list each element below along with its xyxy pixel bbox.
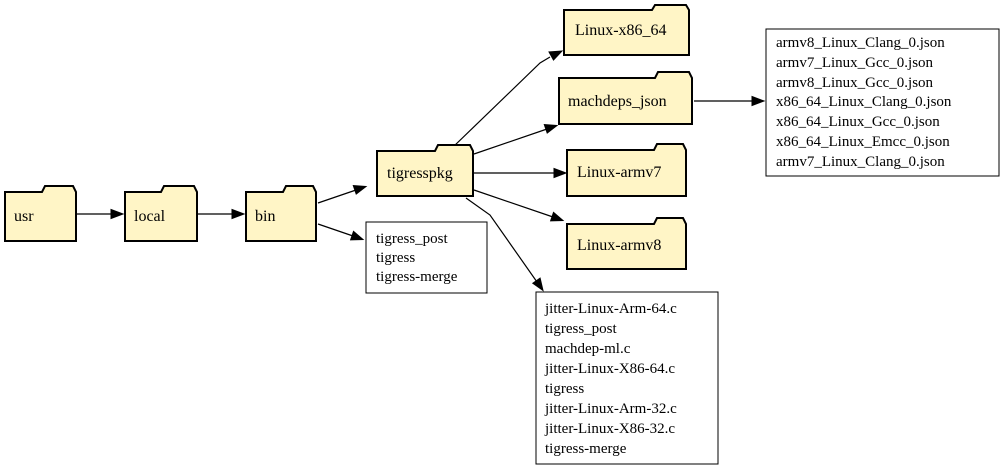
file-list-tigresspkg-item: jitter-Linux-X86-32.c <box>544 421 675 437</box>
edge-tigresspkg-files <box>465 197 538 283</box>
edge-tigresspkg-x86_64 <box>451 56 551 149</box>
file-list-machdeps-item: armv8_Linux_Clang_0.json <box>776 35 945 51</box>
edge-bin-tigresspkg-arrow <box>352 184 368 195</box>
file-list-bin-item: tigress_post <box>376 231 449 247</box>
edge-bin-tigresspkg <box>317 189 357 204</box>
folder-usr-shape <box>4 185 77 242</box>
file-list-tigresspkg-item: tigress <box>545 381 584 397</box>
folder-local: local <box>124 185 198 242</box>
folder-linux-armv7: Linux-armv7 <box>566 143 687 197</box>
folder-linux-armv8-label: Linux-armv8 <box>577 237 661 254</box>
file-list-machdeps-box <box>765 28 1000 177</box>
folder-tigresspkg-shape <box>376 144 474 197</box>
file-list-tigresspkg-item: tigress-merge <box>545 441 627 457</box>
folder-linux-x86_64-shape <box>563 4 690 56</box>
file-list-machdeps-item: x86_64_Linux_Emcc_0.json <box>776 134 950 150</box>
folder-tigresspkg-label: tigresspkg <box>387 165 453 182</box>
file-list-machdeps-item: x86_64_Linux_Gcc_0.json <box>776 114 940 130</box>
file-list-machdeps-item: x86_64_Linux_Clang_0.json <box>776 94 952 110</box>
folder-local-shape <box>124 185 198 242</box>
folder-machdeps-json-label: machdeps_json <box>568 93 667 110</box>
edge-usr-local-arrow <box>110 208 125 220</box>
edge-tigresspkg-machdeps-arrow <box>543 124 559 134</box>
edge-tigresspkg-armv7-arrow <box>553 167 568 179</box>
edge-tigresspkg-x86_64-arrow <box>548 50 564 61</box>
folder-usr-label: usr <box>14 208 34 225</box>
folder-linux-armv7-label: Linux-armv7 <box>577 164 661 181</box>
folder-bin-label: bin <box>255 208 275 225</box>
edge-machdeps-files-arrow <box>751 95 766 107</box>
edge-tigresspkg-machdeps <box>473 128 548 155</box>
file-list-tigresspkg-item: machdep-ml.c <box>545 341 631 357</box>
file-list-tigresspkg-item: jitter-Linux-Arm-32.c <box>544 401 677 417</box>
edges <box>77 50 766 292</box>
edge-tigresspkg-armv8 <box>473 189 554 218</box>
folder-linux-armv7-shape <box>566 143 687 197</box>
folder-linux-armv8-shape <box>566 217 687 270</box>
file-list-tigresspkg: jitter-Linux-Arm-64.c tigress_post machd… <box>535 291 719 465</box>
file-list-bin-box <box>365 221 488 294</box>
folder-local-label: local <box>134 208 166 225</box>
edge-local-bin-arrow <box>231 208 246 220</box>
folder-machdeps-json-shape <box>558 71 693 125</box>
folder-linux-armv8: Linux-armv8 <box>566 217 687 270</box>
file-list-bin: tigress_post tigress tigress-merge <box>365 221 488 294</box>
folder-linux-x86_64-label: Linux-x86_64 <box>575 22 667 39</box>
folder-bin-shape <box>245 185 317 242</box>
folder-bin: bin <box>245 185 317 242</box>
file-list-machdeps-item: armv7_Linux_Clang_0.json <box>776 154 945 170</box>
file-list-machdeps-item: armv8_Linux_Gcc_0.json <box>776 75 934 91</box>
file-list-tigresspkg-box <box>535 291 719 465</box>
edge-bin-files <box>317 223 354 237</box>
edge-tigresspkg-files-arrow <box>531 277 544 292</box>
edge-tigresspkg-armv8-arrow <box>549 211 565 222</box>
file-list-machdeps: armv8_Linux_Clang_0.json armv7_Linux_Gcc… <box>765 28 1000 177</box>
folder-tigresspkg: tigresspkg <box>376 144 474 197</box>
folder-machdeps-json: machdeps_json <box>558 71 693 125</box>
folder-linux-x86_64: Linux-x86_64 <box>563 4 690 56</box>
file-list-bin-item: tigress <box>376 250 415 266</box>
file-list-bin-item: tigress-merge <box>376 269 458 285</box>
folder-usr: usr <box>4 185 77 242</box>
file-list-machdeps-item: armv7_Linux_Gcc_0.json <box>776 55 934 71</box>
file-list-tigresspkg-item: tigress_post <box>545 321 618 337</box>
edge-bin-files-arrow <box>349 230 365 241</box>
file-list-tigresspkg-item: jitter-Linux-X86-64.c <box>544 361 675 377</box>
file-list-tigresspkg-item: jitter-Linux-Arm-64.c <box>544 301 677 317</box>
